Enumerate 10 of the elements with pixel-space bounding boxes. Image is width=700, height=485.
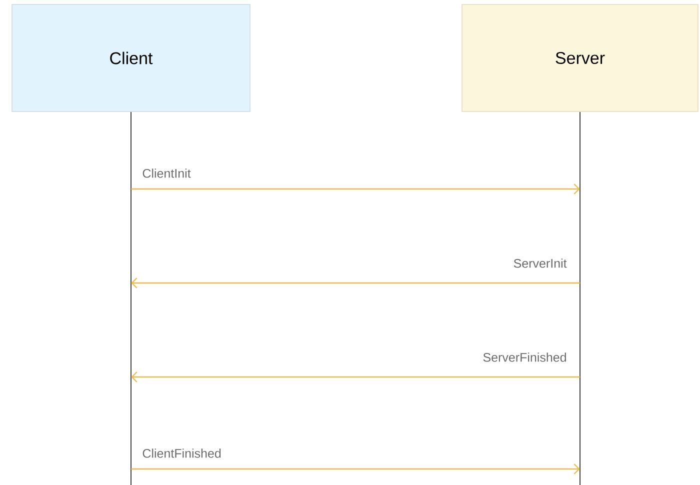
message-arrow [131,372,580,382]
message-arrow [131,278,580,288]
message-label: ServerFinished [483,352,566,362]
message-label: ServerInit [514,258,567,268]
message-arrow [131,464,580,474]
participant-box: Client [12,4,250,112]
message-arrow [131,184,580,194]
message-label: ClientInit [142,168,191,178]
message-label: ClientFinished [142,448,221,458]
participant-box: Server [462,4,698,112]
